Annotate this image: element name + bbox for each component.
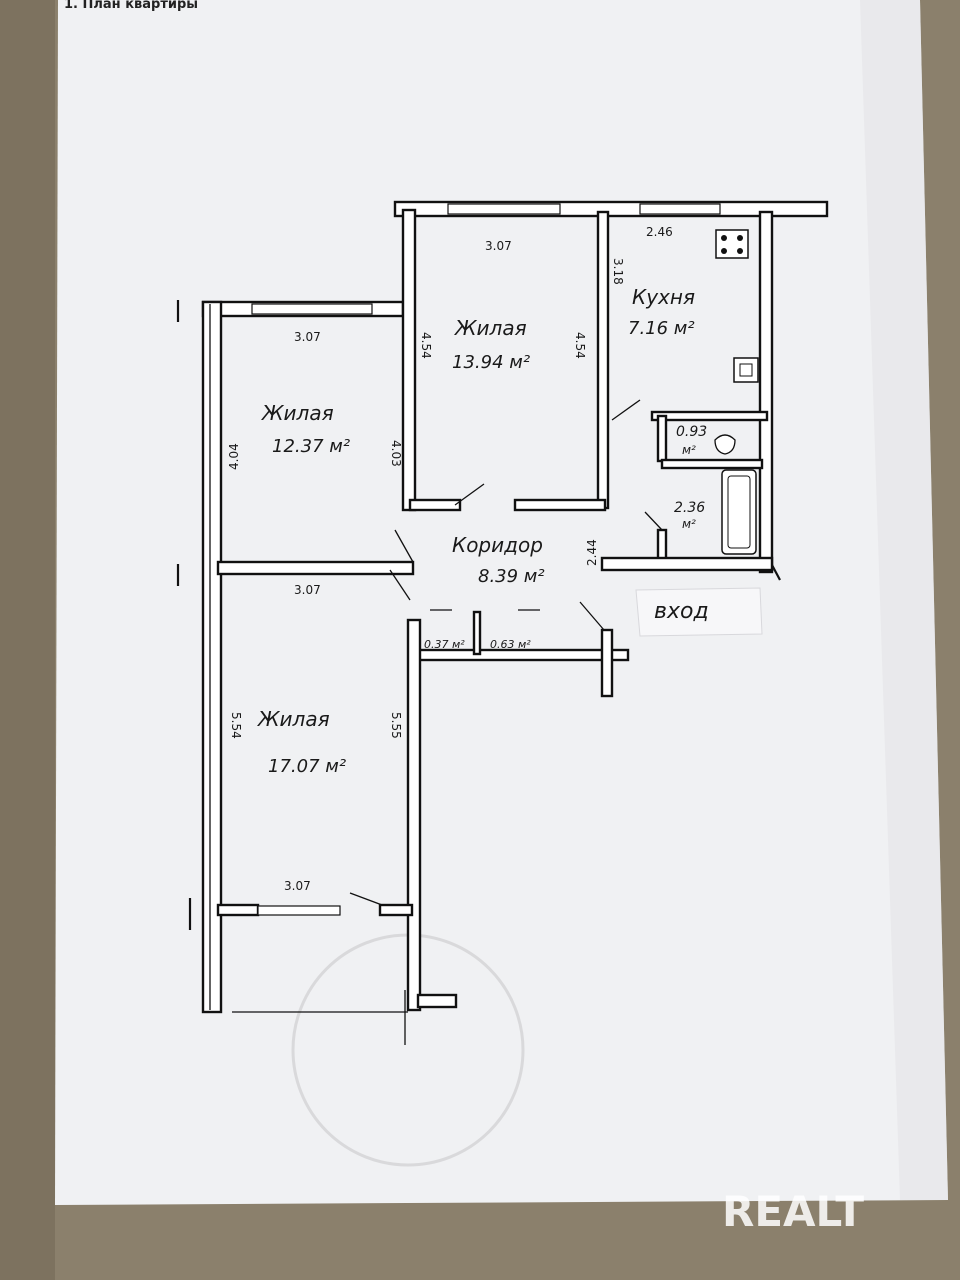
entrance-label: вход <box>654 599 709 624</box>
sink-inner <box>739 363 753 377</box>
table-shadow-left <box>0 0 55 1280</box>
paper-sheet <box>55 0 948 1205</box>
living2-area: 13.94 м² <box>452 352 530 373</box>
dim-living2-width: 3.07 <box>485 239 512 253</box>
door-living3 <box>389 569 411 601</box>
paper-shade <box>860 0 948 1200</box>
realt-watermark: REALT <box>722 1187 864 1236</box>
dim-living3-right: 5.55 <box>389 712 403 739</box>
dim-living1-width: 3.07 <box>294 330 321 344</box>
door-bath <box>644 511 663 531</box>
window-living2 <box>447 203 561 215</box>
dim-living1-height: 4.04 <box>227 443 241 470</box>
window-kitchen <box>639 203 721 215</box>
dim-corridor-mid: 3.07 <box>294 583 321 597</box>
stove-burner-4 <box>737 248 743 254</box>
wc-unit: м² <box>682 443 696 457</box>
wall-living2-bottom-a <box>408 498 462 512</box>
dim-living2-right: 4.54 <box>573 332 587 359</box>
dim-living3-bottom: 3.07 <box>284 879 311 893</box>
dim-corridor-width: 2.44 <box>585 539 599 566</box>
stove-burner-3 <box>721 248 727 254</box>
door-balcony <box>349 892 383 906</box>
bath-unit: м² <box>682 517 696 531</box>
sink-icon <box>733 357 759 383</box>
wall-kitchen-bottom <box>650 410 769 422</box>
wall-living3-bottom-a <box>216 903 260 917</box>
living1-area: 12.37 м² <box>272 436 350 457</box>
living3-area: 17.07 м² <box>268 756 346 777</box>
dim-living3-left: 5.54 <box>229 712 243 739</box>
entrance-sticker <box>635 587 763 637</box>
stove-icon <box>715 229 749 259</box>
window-living1 <box>251 303 373 315</box>
wall-living2-bottom-b <box>513 498 607 512</box>
wall-wc-bath <box>660 458 764 470</box>
corridor-name: Коридор <box>452 533 543 557</box>
wall-right-kitchen <box>758 210 774 574</box>
wall-living2-kitchen <box>596 210 610 510</box>
living2-name: Жилая <box>453 316 527 340</box>
wall-living3-right <box>406 618 422 1012</box>
dim-kitchen-width: 2.46 <box>646 225 673 239</box>
dim-living2-left: 4.54 <box>419 332 433 359</box>
wc-area: 0.93 <box>676 424 707 440</box>
wall-living1-living2 <box>401 208 417 512</box>
kitchen-area: 7.16 м² <box>628 318 695 339</box>
wall-bath-left <box>656 414 668 463</box>
dim-kitchen-side: 3.18 <box>611 258 625 285</box>
closet2-area: 0.63 м² <box>490 638 531 651</box>
bathtub-inner <box>727 475 751 549</box>
entrance-tick <box>771 564 781 581</box>
door-kitchen <box>611 399 641 421</box>
door-living2 <box>454 483 485 506</box>
wall-living3-bottom-b <box>378 903 414 917</box>
wall-corridor-bottom <box>408 648 630 662</box>
closet-divider <box>472 610 482 656</box>
closet1-area: 0.37 м² <box>424 638 465 651</box>
corridor-area: 8.39 м² <box>478 566 545 587</box>
door-corridor <box>579 601 605 631</box>
wall-corridor-post <box>600 628 614 698</box>
wall-corridor-bottom-right <box>600 556 774 572</box>
window-living3 <box>257 905 341 916</box>
stove-burner-1 <box>721 235 727 241</box>
living1-name: Жилая <box>260 401 334 425</box>
wall-living3-stub <box>416 993 458 1009</box>
door-living1 <box>394 529 414 563</box>
wall-left <box>201 300 223 1014</box>
kitchen-name: Кухня <box>632 285 695 309</box>
living3-name: Жилая <box>256 707 330 731</box>
wall-living1-bottom <box>216 560 415 576</box>
bathtub-icon <box>721 469 757 555</box>
wall-bath-left-lower <box>656 528 668 562</box>
bath-area: 2.36 <box>674 500 705 516</box>
dim-living1-right: 4.03 <box>389 440 403 467</box>
header-text: 1. План квартиры <box>64 0 198 12</box>
toilet-icon <box>714 434 736 455</box>
stove-burner-2 <box>737 235 743 241</box>
